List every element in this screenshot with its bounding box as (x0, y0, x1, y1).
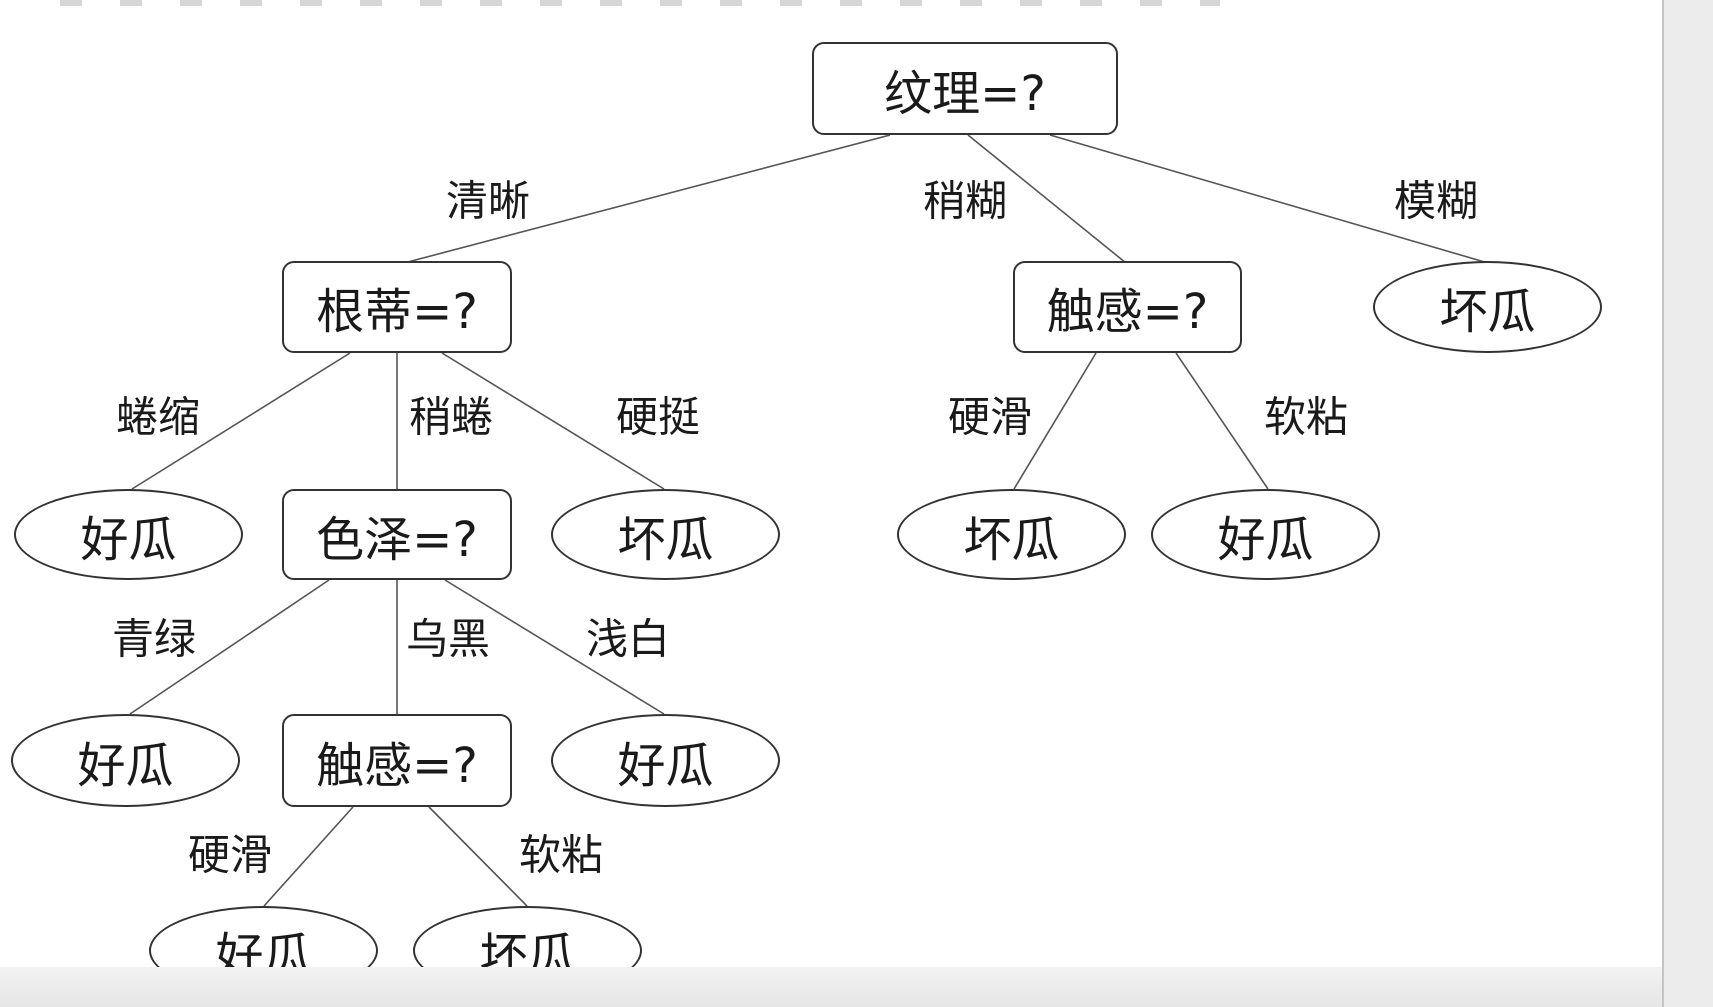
leaf-good-melon: 好瓜 (1151, 489, 1380, 580)
edge-label-color-black: 乌黑 (405, 614, 491, 664)
leaf-good-melon: 好瓜 (14, 489, 243, 580)
edge-label-texture-slightly-blurry: 稍糊 (922, 176, 1008, 226)
edge-line (1013, 352, 1097, 490)
edge-label-color-light-white: 浅白 (585, 614, 671, 664)
edge-line (129, 579, 330, 715)
edge-line (967, 134, 1127, 264)
leaf-bad-melon: 坏瓜 (551, 489, 780, 580)
leaf-good-melon: 好瓜 (551, 714, 780, 807)
leaf-bad-melon: 坏瓜 (1373, 261, 1602, 353)
leaf-bad-melon: 坏瓜 (897, 489, 1126, 580)
edge-line (428, 806, 528, 907)
node-texture: 纹理=? (812, 42, 1118, 135)
edge-label-touch2-hard-smooth: 硬滑 (187, 830, 273, 880)
node-touch-1: 触感=? (1013, 261, 1242, 353)
edge-label-touch2-soft-sticky: 软粘 (518, 830, 604, 880)
right-panel-divider (1662, 0, 1664, 1007)
edge-label-root-slightly-curled: 稍蜷 (408, 392, 494, 442)
edge-label-color-green: 青绿 (111, 614, 197, 664)
top-cropped-text-artifact (60, 0, 1220, 6)
node-touch-2: 触感=? (282, 714, 512, 807)
edge-label-root-stiff: 硬挺 (615, 392, 701, 442)
edge-label-texture-clear: 清晰 (445, 176, 531, 226)
edge-line (441, 352, 665, 490)
edge-line (263, 806, 354, 907)
edge-line (444, 579, 665, 715)
edge-line (1175, 352, 1269, 490)
edge-line (1049, 134, 1489, 264)
edge-line (403, 134, 891, 264)
bottom-bar (0, 967, 1713, 1007)
node-color: 色泽=? (282, 489, 512, 580)
edge-label-touch-soft-sticky: 软粘 (1263, 392, 1349, 442)
edge-label-root-curled: 蜷缩 (115, 392, 201, 442)
edge-label-texture-blurry: 模糊 (1393, 176, 1479, 226)
node-root-stem: 根蒂=? (282, 261, 512, 353)
edge-line (131, 352, 351, 490)
edge-label-touch-hard-smooth: 硬滑 (947, 392, 1033, 442)
right-side-panel (1664, 0, 1713, 1007)
leaf-good-melon: 好瓜 (11, 714, 240, 807)
